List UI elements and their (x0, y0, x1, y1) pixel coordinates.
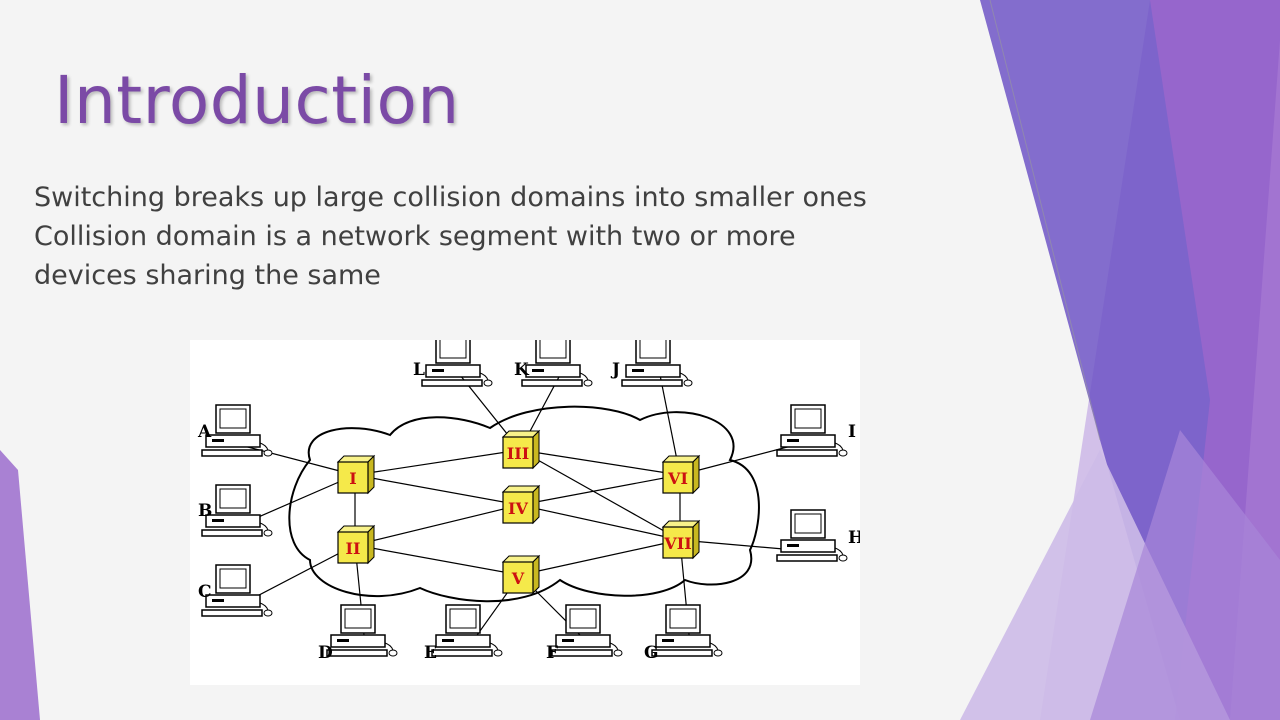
computer-g (651, 604, 723, 657)
deco-shape-lavender-bottom (1090, 430, 1280, 720)
slide-body: Switching breaks up large collision doma… (34, 178, 934, 295)
computer-c (201, 564, 273, 617)
computer-k (521, 340, 593, 387)
computer-l (421, 340, 493, 387)
computer-label-k: K (514, 360, 530, 380)
link-sw-I-sw-IV (354, 474, 521, 506)
computer-a (201, 404, 273, 457)
link-sw-II-sw-V (354, 544, 521, 576)
computer-e (431, 604, 503, 657)
link-sw-I-sw-III (354, 449, 521, 476)
switch-ii: II (336, 524, 376, 565)
switch-label-vi: VI (667, 469, 688, 488)
computer-f (551, 604, 623, 657)
link-sw-IV-sw-VII (519, 504, 681, 541)
body-line-3: devices sharing the same (34, 260, 381, 291)
computer-label-j: J (610, 360, 620, 380)
computer-label-a: A (197, 422, 212, 442)
link-sw-II-sw-IV (354, 504, 521, 546)
computer-i (776, 404, 848, 457)
computer-label-i: I (848, 422, 856, 442)
computer-label-l: L (413, 360, 425, 380)
switch-label-ii: II (346, 539, 361, 558)
deco-shape-left-strip (0, 450, 40, 720)
switch-label-iii: III (507, 444, 529, 463)
switch-label-v: V (511, 569, 525, 588)
switch-label-vii: VII (663, 534, 691, 553)
switch-label-iv: IV (508, 499, 528, 518)
switch-label-i: I (349, 469, 356, 488)
switch-i: I (336, 454, 376, 495)
switch-iii: III (501, 429, 541, 470)
link-sw-III-sw-VII (519, 449, 681, 541)
link-sw-V-sw-VII (519, 539, 681, 576)
computer-label-d: D (318, 643, 333, 663)
link-sw-IV-sw-VI (519, 474, 681, 506)
switch-v: V (501, 554, 541, 595)
computer-label-f: F (546, 643, 558, 663)
body-line-2: Collision domain is a network segment wi… (34, 221, 796, 252)
computer-label-h: H (848, 528, 860, 548)
computer-label-c: C (198, 582, 212, 602)
link-sw-III-sw-VI (519, 449, 681, 476)
switch-vi: VI (661, 454, 701, 495)
computer-label-g: G (644, 643, 659, 663)
switch-iv: IV (501, 484, 541, 525)
computer-d (326, 604, 398, 657)
computer-j (621, 340, 693, 387)
switch-vii: VII (661, 519, 701, 560)
body-line-1: Switching breaks up large collision doma… (34, 182, 867, 213)
deco-line-thin (989, 0, 1101, 441)
computer-b (201, 484, 273, 537)
computer-label-b: B (198, 501, 212, 521)
computer-label-e: E (424, 643, 437, 663)
slide-title: Introduction (54, 62, 460, 139)
computer-h (776, 509, 848, 562)
computers-layer: A B C D E F G H I J K L (197, 340, 860, 663)
